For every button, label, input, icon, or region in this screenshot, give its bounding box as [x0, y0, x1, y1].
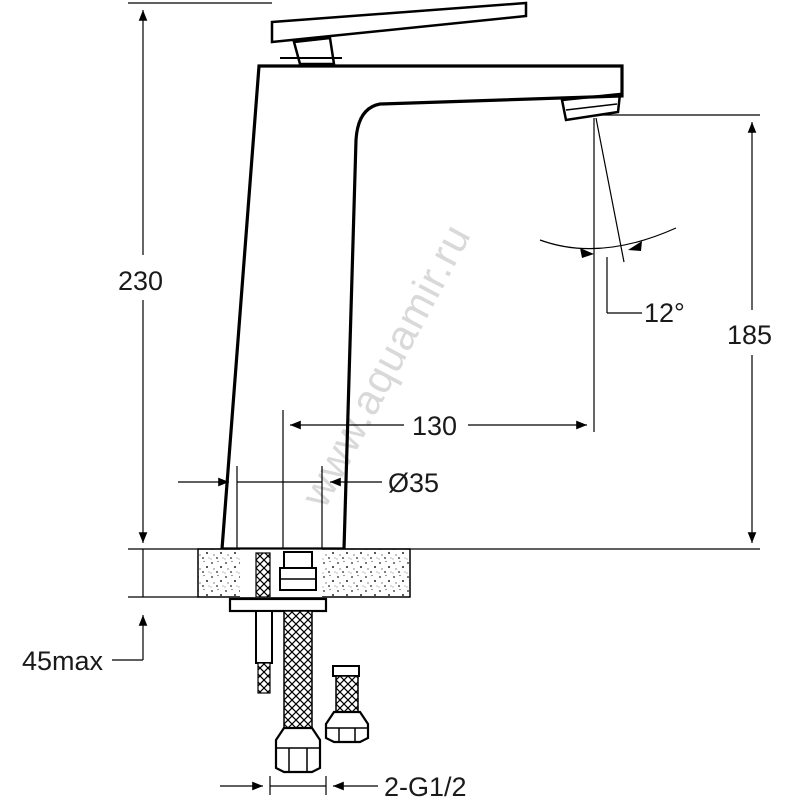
watermark-text: www.aquamir.ru: [291, 216, 480, 515]
countertop: [128, 548, 760, 598]
dimension-total-height: 230: [118, 2, 272, 543]
mounting-hardware: [228, 551, 328, 694]
dim-label-total-height: 230: [118, 266, 163, 296]
dimension-spout-height: 185: [600, 114, 772, 543]
dim-label-base-diameter: Ø35: [388, 468, 439, 498]
flexible-hose-long: [274, 610, 322, 774]
dimension-counter-max: 45max: [22, 549, 148, 676]
dim-label-connection: 2-G1/2: [384, 772, 467, 800]
dim-label-spout-height: 185: [727, 320, 772, 350]
dimension-spout-reach: 130: [282, 118, 595, 548]
dimension-angle: 12°: [539, 117, 685, 328]
handle: [270, 1, 528, 66]
faucet-body: [220, 64, 624, 551]
dim-label-spout-reach: 130: [412, 411, 457, 441]
dim-label-angle: 12°: [644, 298, 685, 328]
dimension-base-diameter: Ø35: [178, 466, 439, 548]
dimension-connection: 2-G1/2: [220, 772, 467, 800]
dim-label-counter-max: 45max: [22, 646, 104, 676]
flexible-hose-short: [324, 665, 370, 744]
